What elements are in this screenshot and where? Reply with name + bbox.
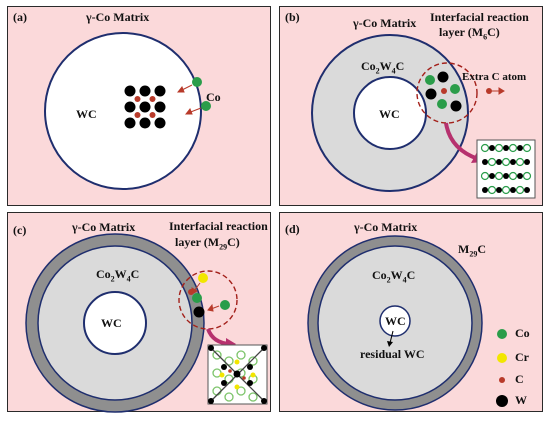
wc-label: WC [76,107,97,121]
layer-label-line1: Interfacial reaction [169,219,268,233]
matrix-label: γ-Co Matrix [86,10,150,24]
matrix-label: γ-Co Matrix [353,16,417,30]
m6c-lattice-inset [476,139,536,199]
m6c-atoms [425,71,462,112]
co2w4c-label: Co2W4C [361,59,405,76]
co2w4c-label: Co2W4C [96,267,140,284]
residual-wc-pointer [389,330,394,344]
co-atoms [192,77,211,111]
layer-label-line1: Interfacial reaction [430,10,529,24]
atom-arrows [191,282,220,312]
m29c-lattice-inset [207,344,268,405]
panel-d: (d) γ-Co Matrix M29C Co2W4C WC residual … [279,212,543,412]
extra-c-arrow [492,87,505,95]
co-label: Co [206,90,221,104]
matrix-label: γ-Co Matrix [72,220,136,234]
zoom-arrow [444,122,479,161]
reaction-zone-dashed-circle [178,270,238,330]
legend-w-label: W [515,393,527,407]
matrix-label: γ-Co Matrix [354,220,418,234]
panel-c-graphic [25,233,268,413]
wc-label: WC [385,314,406,328]
panel-tag: (d) [285,222,300,236]
panel-a-graphic [44,32,211,190]
legend-cr-dot [497,353,507,363]
wc-grain-circle [44,32,202,190]
legend-cr-label: Cr [515,350,529,364]
panel-c: (c) γ-Co Matrix Interfacial reaction lay… [7,212,271,413]
wc-core-circle [353,76,427,150]
m29c-atoms [188,273,230,318]
m29c-label: M29C [458,242,486,259]
layer-label-line2: layer (M6C) [439,25,500,42]
residual-wc-pointer-head [387,341,393,347]
panel-tag: (a) [13,10,27,24]
legend-w-dot [496,395,508,407]
legend-co-label: Co [515,326,530,340]
panel-d-graphic [307,235,508,411]
residual-wc-circle [379,305,411,337]
panel-a: (a) γ-Co Matrix WC Co [7,6,271,206]
co-diffusion-arrows [176,84,202,115]
wc-label: WC [101,316,122,330]
panel-b-graphic [311,34,536,199]
wc-core-circle [83,291,147,355]
co2w4c-label: Co2W4C [372,268,416,285]
layer-label-line2: layer (M29C) [175,235,240,252]
reaction-zone-dashed-circle [416,62,478,124]
panel-b: (b) γ-Co Matrix Interfacial reaction lay… [279,6,543,206]
extra-c-label: Extra C atom [462,71,527,83]
panel-tag: (b) [285,10,300,24]
wc-lattice [124,85,166,129]
panel-tag: (c) [13,223,27,237]
legend-co-dot [497,329,507,339]
wc-label: WC [379,107,400,121]
legend-c-dot [499,377,505,383]
legend-c-label: C [515,372,524,386]
residual-wc-label: residual WC [360,347,425,361]
extra-c-atom [486,88,492,94]
